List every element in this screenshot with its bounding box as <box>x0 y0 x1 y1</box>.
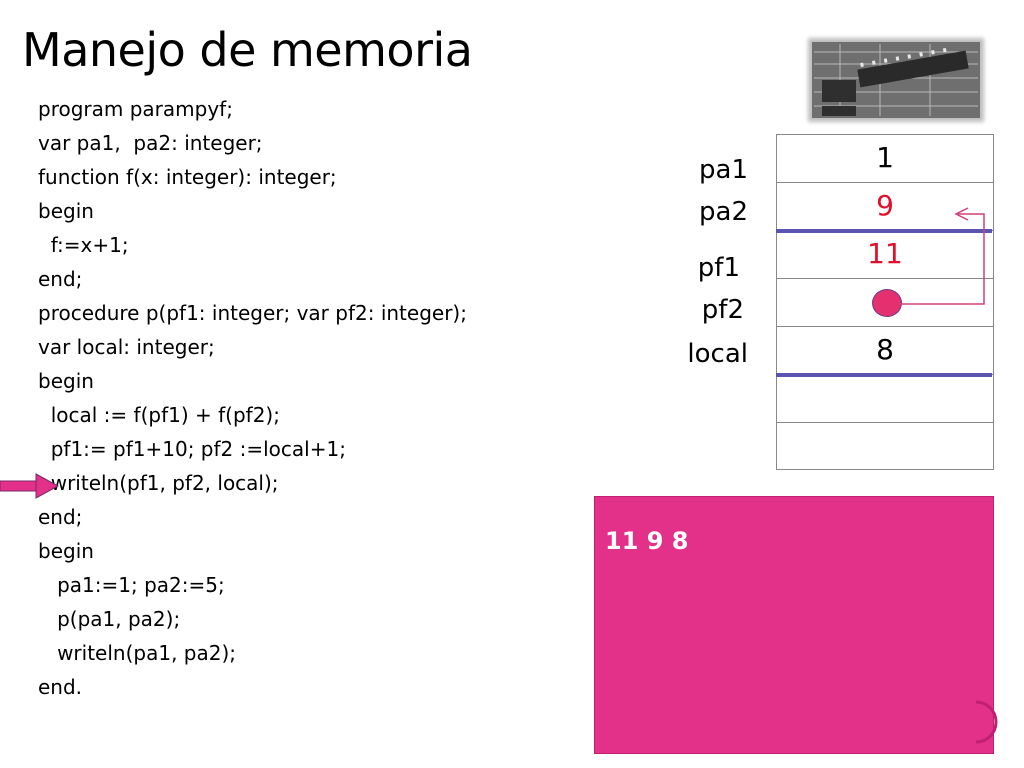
label-pf2: pf2 <box>701 295 744 325</box>
code-line: program parampyf; <box>38 97 233 121</box>
code-line: var local: integer; <box>38 335 215 359</box>
code-line-current: writeln(pf1, pf2, local); <box>38 471 279 495</box>
code-line: f:=x+1; <box>38 233 129 257</box>
label-pa2: pa2 <box>699 197 748 227</box>
memory-stack: 1 9 11 8 <box>776 134 994 470</box>
reference-arrow-icon <box>900 207 985 305</box>
code-line: p(pa1, pa2); <box>38 607 181 631</box>
current-line-arrow-icon <box>0 473 60 499</box>
memory-cell-local: 8 <box>777 327 993 375</box>
memory-cell-pf1: 11 <box>777 231 993 279</box>
code-line: writeln(pa1, pa2); <box>38 641 236 665</box>
reference-dot-icon <box>872 289 902 317</box>
code-listing: program parampyf; var pa1, pa2: integer;… <box>38 92 467 704</box>
code-line: begin <box>38 369 94 393</box>
output-text: 11 9 8 <box>605 527 689 555</box>
slide-title: Manejo de memoria <box>22 23 473 77</box>
code-line: pf1:= pf1+10; pf2 :=local+1; <box>38 437 346 461</box>
code-line: function f(x: integer): integer; <box>38 165 337 189</box>
code-line: procedure p(pf1: integer; var pf2: integ… <box>38 301 467 325</box>
frame-separator-procedure <box>776 373 992 377</box>
code-line: var pa1, pa2: integer; <box>38 131 263 155</box>
memory-cell-pf2 <box>777 279 993 327</box>
memory-cell-empty <box>777 375 993 423</box>
code-line: begin <box>38 199 94 223</box>
code-line: end; <box>38 505 83 529</box>
corner-decoration-icon <box>975 700 998 744</box>
output-console: 11 9 8 <box>594 496 994 754</box>
code-line: end; <box>38 267 83 291</box>
code-line: end. <box>38 675 83 699</box>
memory-cell-pa1: 1 <box>777 135 993 183</box>
memory-cell-empty <box>777 423 993 471</box>
label-local: local <box>687 339 748 369</box>
code-line: pa1:=1; pa2:=5; <box>38 573 225 597</box>
code-line: begin <box>38 539 94 563</box>
label-pa1: pa1 <box>699 155 748 185</box>
frame-separator-main <box>776 229 992 233</box>
code-line: local := f(pf1) + f(pf2); <box>38 403 280 427</box>
label-pf1: pf1 <box>697 253 740 283</box>
memory-chip-image <box>808 38 984 122</box>
